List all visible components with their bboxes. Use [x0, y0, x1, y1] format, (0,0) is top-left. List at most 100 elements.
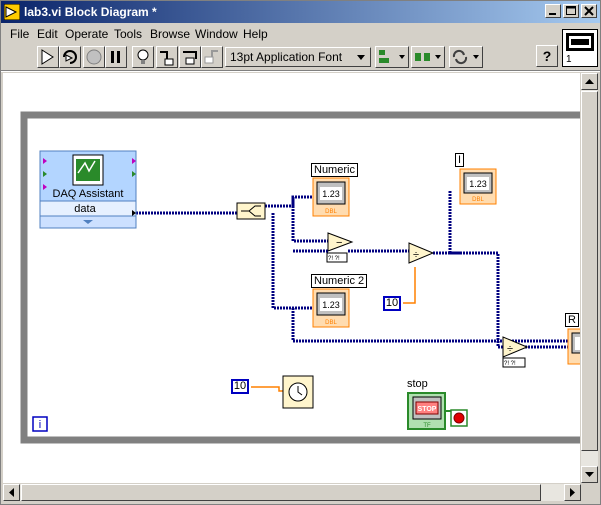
numeric-label[interactable]: Numeric	[311, 163, 358, 177]
numeric-2-indicator-value: 1.23	[322, 300, 340, 310]
stop-label[interactable]: stop	[407, 378, 428, 390]
labview-app-icon	[4, 4, 20, 20]
step-over-icon	[183, 51, 197, 65]
toolbar: 13pt Application Font	[1, 44, 600, 70]
dynamic-data-wires[interactable]	[136, 191, 568, 349]
r-label[interactable]: R	[565, 313, 579, 327]
r-indicator[interactable]	[567, 328, 580, 365]
menu-edit[interactable]: Edit	[37, 27, 58, 41]
subtract-tag: ?! ?!	[328, 256, 340, 262]
close-icon	[584, 6, 594, 16]
chevron-down-icon	[83, 220, 93, 224]
scroll-up-button[interactable]	[581, 73, 598, 90]
minimize-icon	[549, 13, 556, 15]
menu-tools[interactable]: Tools	[114, 27, 143, 41]
divide-node-1[interactable]: ÷	[408, 242, 435, 264]
reorder-dropdown[interactable]	[449, 46, 483, 68]
window-title: lab3.vi Block Diagram *	[24, 5, 157, 19]
numeric-2-indicator-type: DBL	[325, 320, 337, 326]
numeric-2-label[interactable]: Numeric 2	[311, 274, 368, 288]
distribute-objects-dropdown[interactable]	[411, 46, 445, 68]
constant-10-divider[interactable]: 10	[383, 296, 401, 311]
run-continuously-icon	[63, 50, 77, 64]
font-dropdown[interactable]: 13pt Application Font	[225, 47, 371, 67]
title-bar: lab3.vi Block Diagram *	[1, 1, 600, 23]
pause-icon	[111, 51, 120, 63]
connector-pane-number: 1	[566, 54, 572, 65]
run-arrow-icon	[41, 49, 54, 65]
run-continuously-button[interactable]	[59, 46, 81, 68]
font-dropdown-value: 13pt Application Font	[230, 50, 343, 64]
diagram-svg: DAQ Assistant data 1.23	[20, 111, 580, 444]
daq-assistant-title: DAQ Assistant	[53, 188, 124, 200]
maximize-button[interactable]	[563, 4, 579, 18]
numeric-indicator-type: DBL	[325, 209, 337, 215]
numeric-indicator[interactable]: 1.23 DBL	[312, 177, 350, 217]
i-indicator-value: 1.23	[469, 179, 487, 189]
right-arrow-icon	[570, 488, 575, 497]
up-arrow-icon	[585, 79, 594, 84]
run-button[interactable]	[37, 46, 59, 68]
pause-button[interactable]	[105, 46, 127, 68]
while-loop-frame[interactable]	[20, 111, 580, 444]
close-button[interactable]	[581, 4, 597, 18]
stop-button-text: STOP	[418, 406, 437, 413]
stop-terminal-type: TF	[423, 423, 431, 429]
loop-condition-terminal[interactable]	[450, 409, 468, 427]
step-out-button[interactable]	[201, 46, 223, 68]
iteration-terminal-label: i	[39, 419, 41, 431]
scroll-down-button[interactable]	[581, 466, 598, 483]
vi-icon-connector-pane[interactable]: 1	[562, 29, 598, 67]
numeric-indicator-value: 1.23	[322, 189, 340, 199]
chevron-down-icon	[357, 55, 365, 60]
scroll-left-button[interactable]	[3, 484, 20, 501]
wait-ms-node[interactable]	[282, 375, 314, 409]
menu-bar: File Edit Operate Tools Browse Window He…	[1, 24, 600, 43]
divide-symbol-1: ÷	[413, 249, 419, 261]
step-into-button[interactable]	[156, 46, 178, 68]
i-indicator-type: DBL	[472, 197, 484, 203]
daq-assistant-node[interactable]: DAQ Assistant data	[39, 150, 137, 229]
left-arrow-icon	[9, 488, 14, 497]
divide-node-2[interactable]: ÷ ?! ?!	[502, 336, 529, 368]
i-indicator[interactable]: 1.23 DBL	[459, 168, 497, 205]
menu-browse[interactable]: Browse	[150, 27, 191, 41]
subtract-node[interactable]: − ?! ?!	[326, 232, 354, 263]
abort-button[interactable]	[83, 46, 105, 68]
highlight-execution-button[interactable]	[132, 46, 154, 68]
step-out-icon	[204, 50, 218, 64]
lightbulb-icon	[137, 49, 149, 64]
numeric-2-indicator[interactable]: 1.23 DBL	[312, 288, 350, 328]
toolbar-separator	[1, 70, 600, 72]
align-objects-dropdown[interactable]	[375, 46, 409, 68]
scroll-right-button[interactable]	[564, 484, 581, 501]
divide-tag-2: ?! ?!	[504, 361, 516, 367]
vertical-scroll-thumb[interactable]	[581, 91, 598, 451]
menu-file[interactable]: File	[10, 27, 30, 41]
split-signals-node[interactable]	[236, 202, 266, 220]
iteration-terminal[interactable]: i	[32, 416, 48, 432]
menu-operate[interactable]: Operate	[65, 27, 109, 41]
numeric-wires[interactable]	[251, 267, 416, 392]
question-mark-icon: ?	[542, 48, 552, 64]
stop-terminal[interactable]: STOP TF	[407, 392, 451, 430]
horizontal-scrollbar[interactable]	[3, 484, 581, 501]
menu-window[interactable]: Window	[195, 27, 238, 41]
step-over-button[interactable]	[179, 46, 201, 68]
block-diagram-canvas[interactable]: DAQ Assistant data 1.23	[3, 73, 580, 483]
context-help-button[interactable]: ?	[536, 45, 558, 67]
vertical-scrollbar[interactable]	[581, 73, 598, 483]
subtract-symbol: −	[336, 237, 342, 249]
reorder-icon	[452, 49, 479, 65]
minimize-button[interactable]	[545, 4, 561, 18]
down-arrow-icon	[585, 472, 594, 477]
i-label[interactable]: I	[455, 153, 465, 167]
maximize-icon	[566, 6, 576, 15]
align-objects-icon	[379, 50, 405, 63]
scrollbar-corner	[581, 484, 598, 501]
horizontal-scroll-thumb[interactable]	[21, 484, 541, 501]
menu-help[interactable]: Help	[243, 27, 268, 41]
divide-symbol-2: ÷	[507, 343, 513, 355]
constant-10-wait[interactable]: 10	[231, 379, 249, 394]
